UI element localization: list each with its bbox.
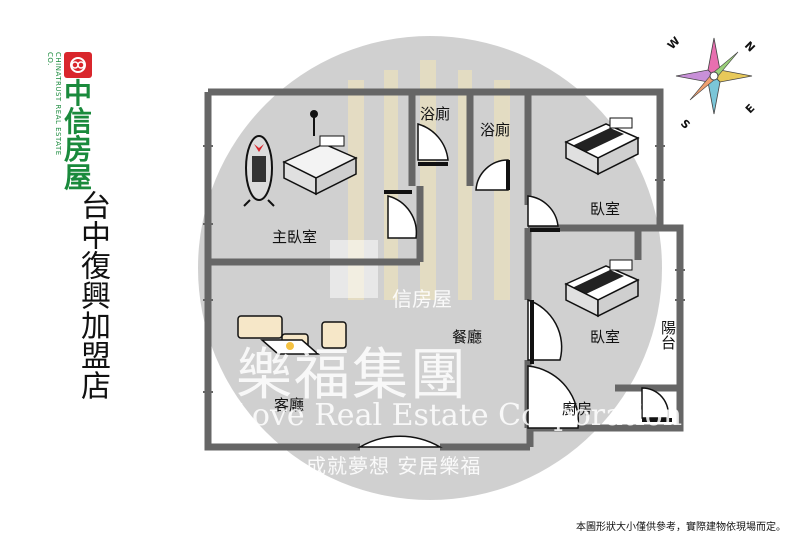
store-name: 台中復興加盟店 xyxy=(75,190,110,400)
watermark-english: Love Real Estate Corporation xyxy=(232,398,683,433)
doors xyxy=(357,122,670,448)
mirror-icon xyxy=(243,135,275,207)
room-label-dining: 餐廳 xyxy=(452,328,482,346)
room-label-bedroom1: 臥室 xyxy=(590,200,620,218)
watermark-slogan: 成就夢想 安居樂福 xyxy=(306,454,482,478)
logo-subtitle: CHINATRUST REAL ESTATE CO. xyxy=(46,52,62,156)
room-label-living: 客廳 xyxy=(274,396,304,414)
logo-text: 中信房屋 xyxy=(64,77,93,194)
compass-icon: W N E S xyxy=(665,34,758,131)
windows xyxy=(203,145,685,393)
room-label-bedroom2: 臥室 xyxy=(590,328,620,346)
bed-icon-1 xyxy=(564,117,640,176)
compass-s: S xyxy=(678,117,693,132)
room-label-bath2: 浴廁 xyxy=(480,121,510,139)
watermark-brand: 信房屋 xyxy=(392,287,452,311)
logo-name: 中信房屋 xyxy=(64,80,134,192)
bed-icon-2 xyxy=(564,259,640,318)
room-label-kitchen: 廚房 xyxy=(562,400,592,418)
logo-icon xyxy=(64,52,92,78)
room-label-balcony: 陽台 xyxy=(659,320,677,350)
sofa-icon xyxy=(237,315,347,355)
compass-w: W xyxy=(665,34,683,52)
watermark-brand-box xyxy=(330,240,378,298)
room-label-bath1: 浴廁 xyxy=(420,105,450,123)
room-label-master: 主臥室 xyxy=(272,228,317,246)
door-jambs xyxy=(384,160,672,422)
compass-e: E xyxy=(743,102,758,117)
bed-icon-master xyxy=(282,110,358,196)
compass-n: N xyxy=(742,39,758,55)
disclaimer-note: 本圖形狀大小僅供參考，實際建物依現場而定。 xyxy=(576,522,786,533)
watermark-main: 樂福集團 xyxy=(236,343,468,408)
